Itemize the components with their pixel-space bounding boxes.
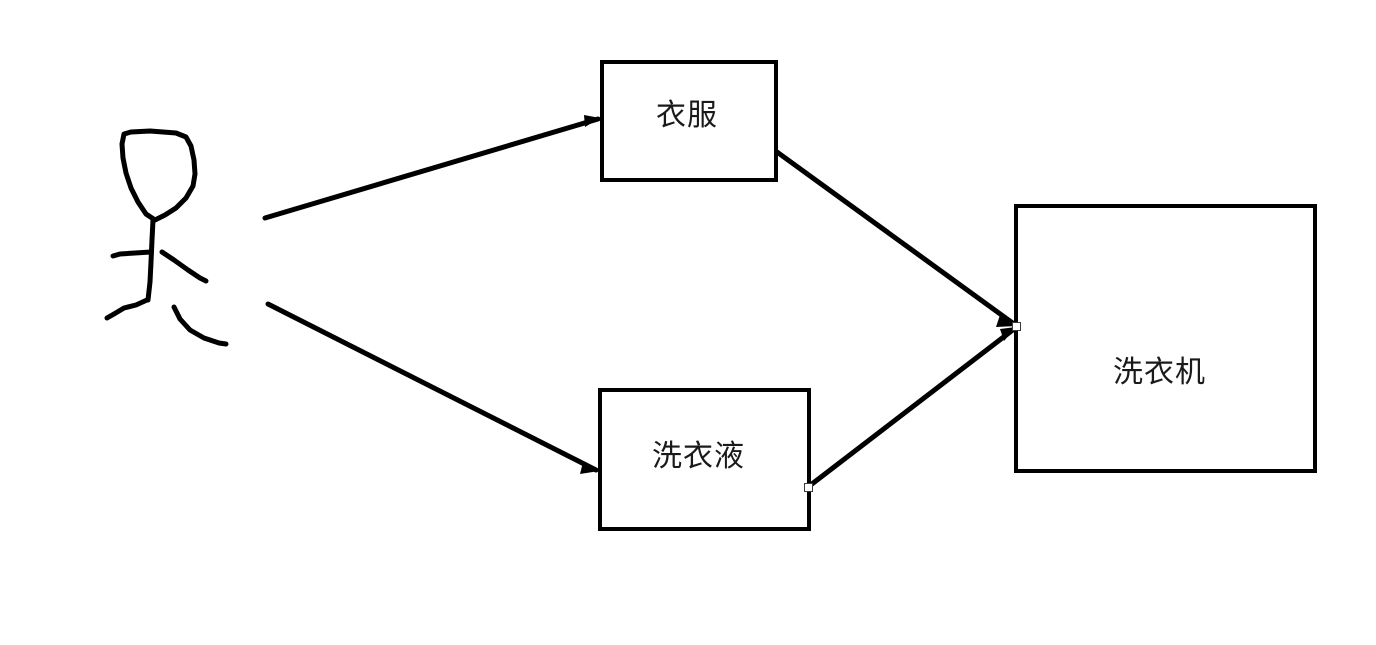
connection-handle-washer-input[interactable]: [1012, 322, 1021, 331]
edge-line: [774, 149, 1017, 327]
stick-figure-person[interactable]: [104, 128, 229, 347]
person-torso: [145, 217, 156, 303]
node-washer[interactable]: 洗衣机: [1014, 204, 1317, 473]
person-head-icon: [119, 128, 198, 223]
edge-clothes-to-washer[interactable]: [774, 149, 1017, 327]
edge-line: [265, 301, 599, 473]
person-left-arm: [110, 249, 154, 259]
edge-person-to-detergent[interactable]: [265, 301, 599, 474]
node-detergent-label: 洗衣液: [652, 438, 745, 474]
connection-handle-detergent-output[interactable]: [804, 483, 813, 492]
arrowhead-icon: [996, 315, 1016, 327]
edge-person-to-clothes[interactable]: [262, 115, 601, 221]
edge-line: [262, 116, 601, 221]
node-clothes[interactable]: 衣服: [600, 60, 778, 182]
arrowhead-icon: [584, 115, 600, 127]
person-left-leg: [104, 297, 150, 321]
person-right-arm: [159, 249, 209, 284]
arrowhead-icon: [580, 462, 599, 474]
person-right-leg: [171, 304, 229, 347]
node-detergent[interactable]: 洗衣液: [598, 388, 811, 531]
edge-line: [805, 326, 1017, 490]
node-washer-label: 洗衣机: [1113, 354, 1206, 390]
edge-detergent-to-washer[interactable]: [805, 326, 1017, 490]
node-clothes-label: 衣服: [656, 98, 718, 133]
